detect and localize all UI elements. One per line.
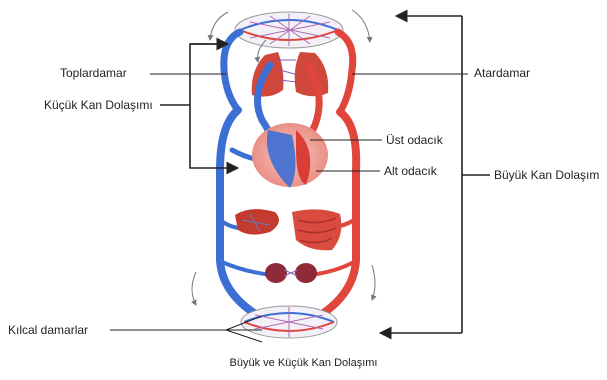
liver [235,209,279,234]
leader-lines [110,74,468,342]
label-kilcal-damarlar: Kılcal damarlar [8,323,88,337]
diagram-caption: Büyük ve Küçük Kan Dolaşımı [0,357,607,369]
label-atardamar: Atardamar [474,66,530,80]
label-buyuk-kan-dolasim: Büyük Kan Dolaşım [494,168,599,182]
kidneys [265,263,317,283]
bottom-capillary-network [241,306,337,338]
heart [252,123,328,188]
label-alt-odacik: Alt odacık [384,164,437,178]
label-kucuk-kan-dolasimi: Küçük Kan Dolaşımı [44,98,153,112]
intestines [292,209,341,250]
top-capillary-network [235,12,343,48]
label-ust-odacik: Üst odacık [386,133,443,147]
label-toplardamar: Toplardamar [60,66,127,80]
